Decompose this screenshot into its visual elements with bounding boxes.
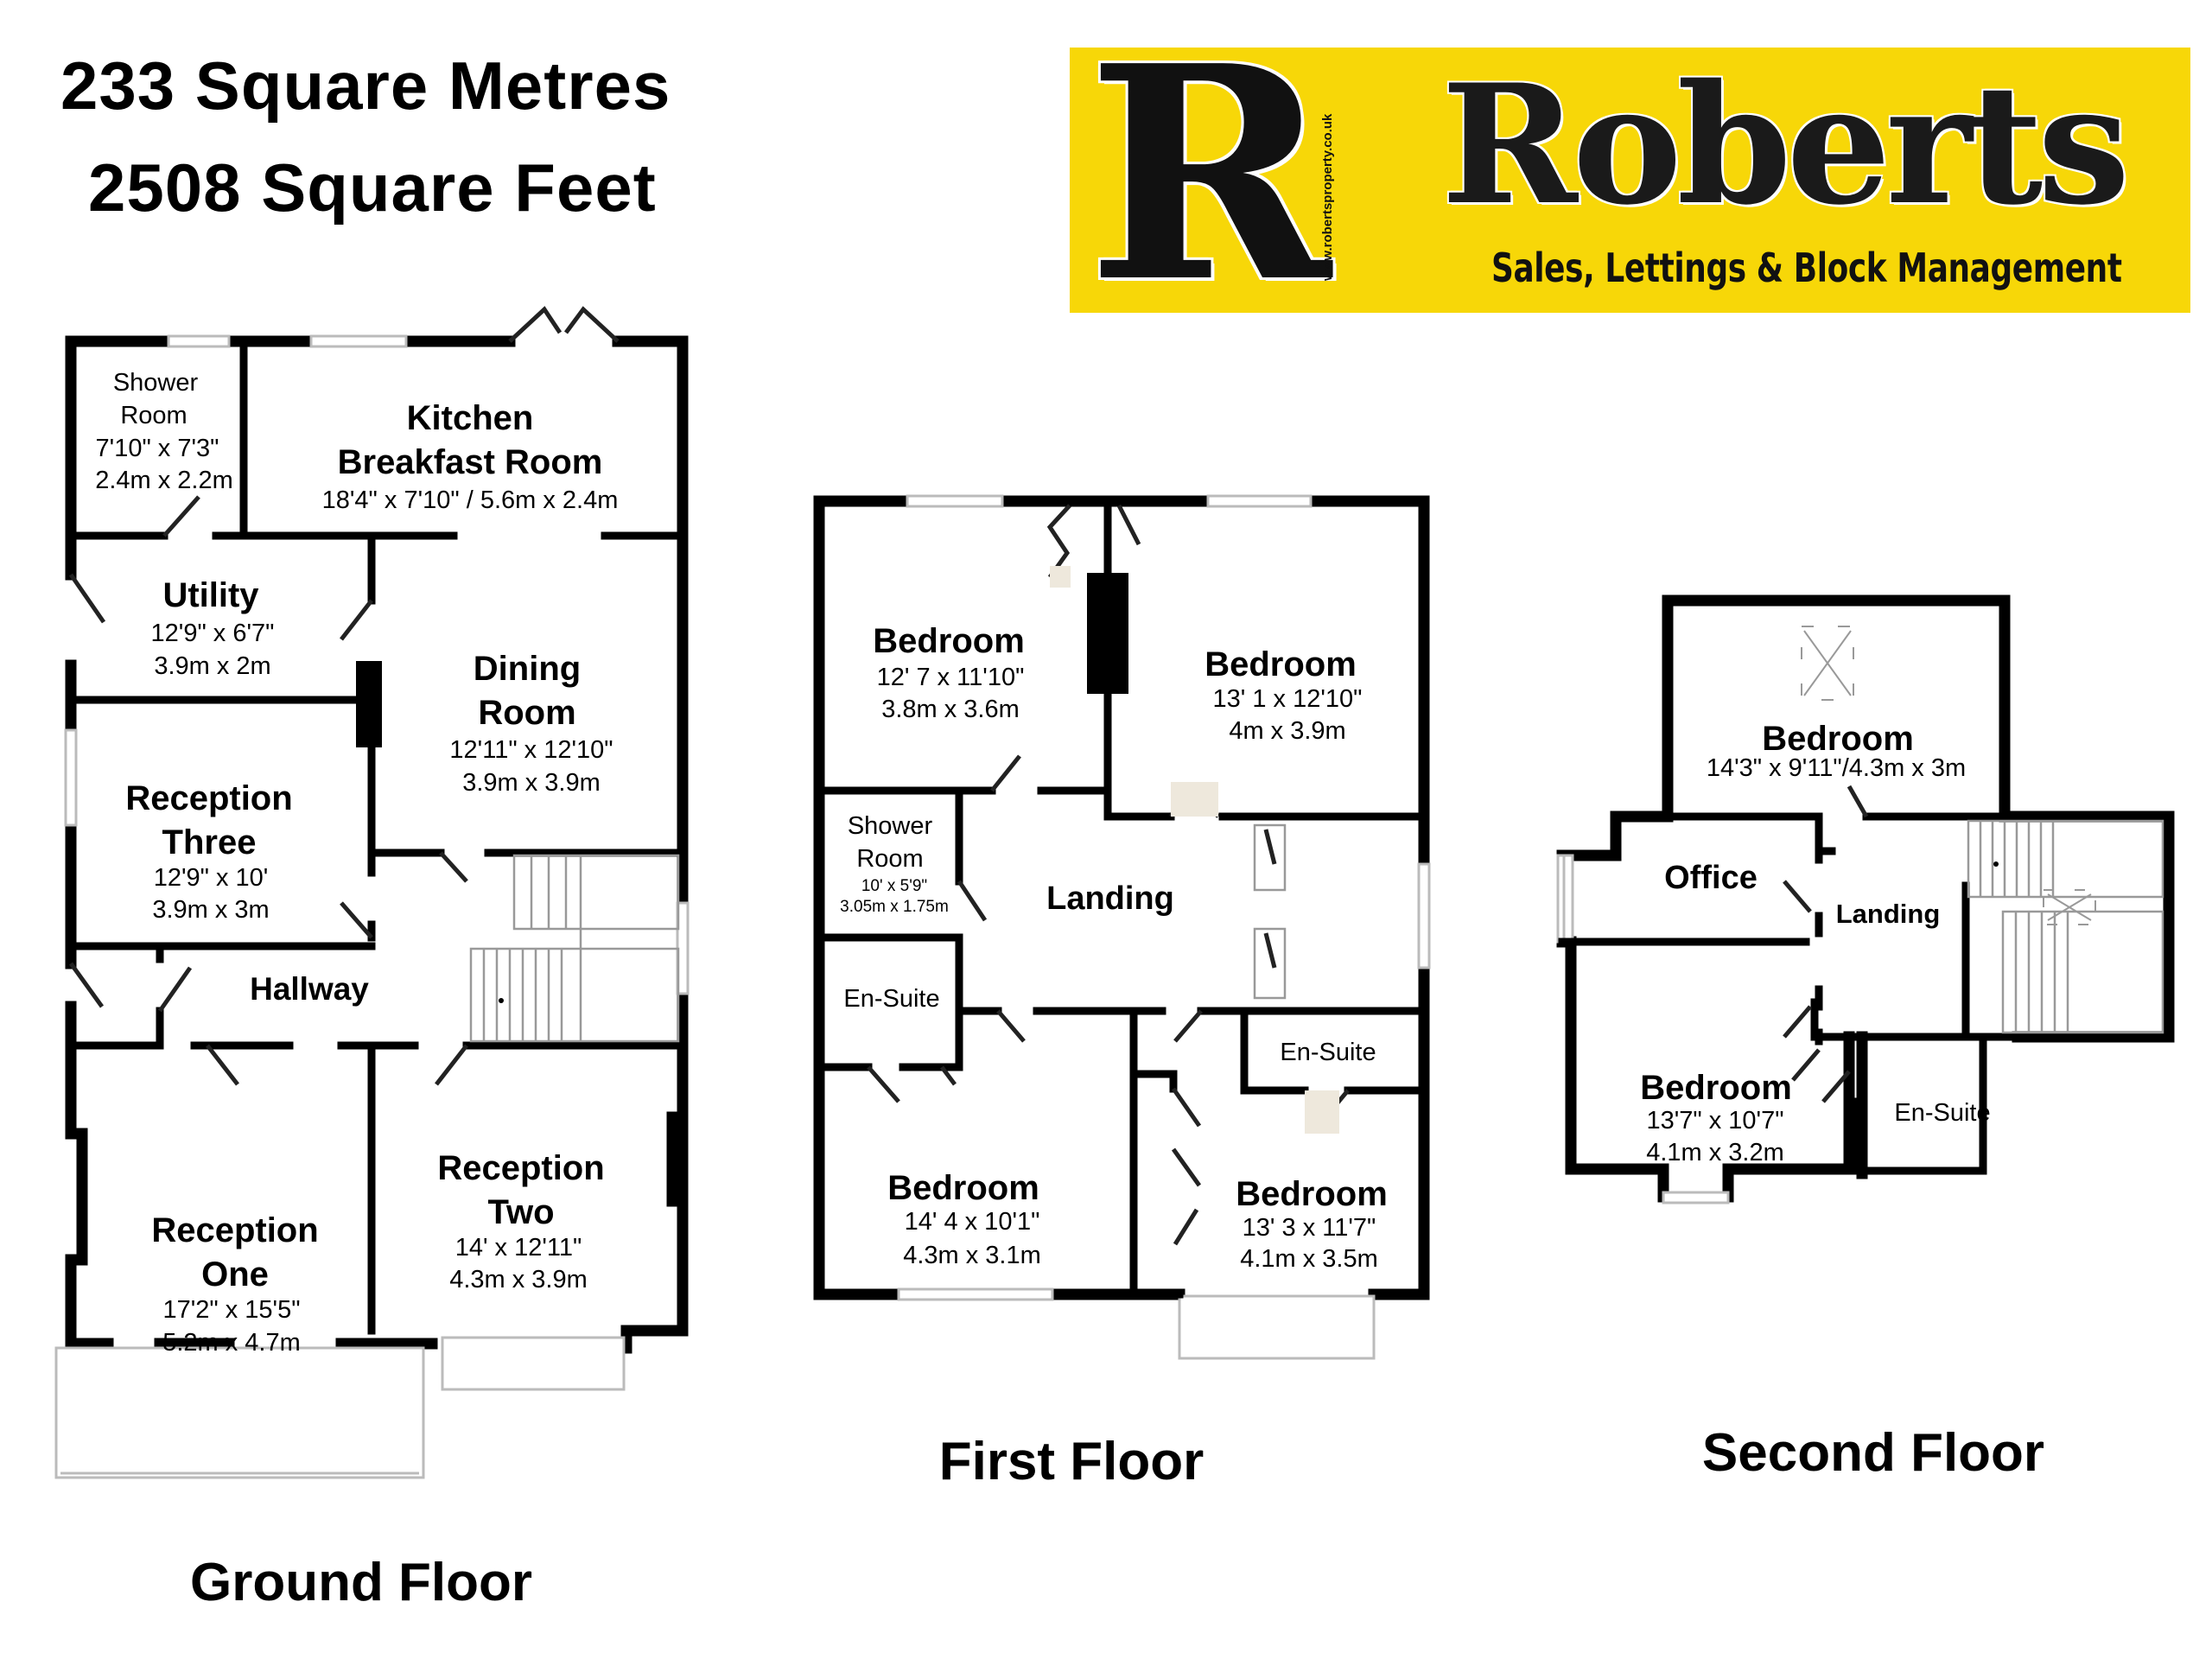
- second-bedroom-bottom-dim-metric: 4.1m x 3.2m: [1646, 1139, 1784, 1166]
- area-imperial: 2508 Square Feet: [88, 149, 657, 226]
- first-ensuite-e-name: En-Suite: [1280, 1039, 1376, 1066]
- reception-three-name: Three: [162, 823, 257, 861]
- dining-room-name: Room: [478, 694, 575, 732]
- reception-one-dim-imperial: 17'2" x 15'5": [162, 1296, 300, 1324]
- agency-logo-banner: R www.robertsproperty.co.uk Roberts Sale…: [1070, 48, 2190, 313]
- skylight-icon: [1801, 626, 1854, 701]
- reception-one-name: One: [201, 1255, 269, 1294]
- chimney-breast: [1087, 573, 1128, 694]
- first-bedroom-se-name: Bedroom: [1236, 1175, 1388, 1213]
- ground-floor-label: Ground Floor: [190, 1553, 532, 1612]
- first-shower-room-dim-imperial: 10' x 5'9": [861, 877, 927, 895]
- first-floor-plan: Bedroom 12' 7 x 11'10" 3.8m x 3.6m Bedro…: [813, 494, 1431, 1491]
- first-floor-label: First Floor: [939, 1432, 1205, 1491]
- ground-internal-walls: [67, 337, 687, 1335]
- second-bedroom-top-name: Bedroom: [1762, 720, 1914, 758]
- dining-room-dim-imperial: 12'11" x 12'10": [449, 736, 613, 764]
- ground-shower-room-dim-metric: 2.4m x 2.2m: [95, 467, 233, 494]
- ground-doors: [68, 495, 468, 1086]
- first-bedroom-nw-dim-imperial: 12' 7 x 11'10": [877, 664, 1025, 691]
- bay-window: [1178, 1294, 1376, 1360]
- reception-three-dim-imperial: 12'9" x 10': [154, 864, 269, 892]
- logo-monogram: R: [1087, 48, 1332, 313]
- first-bedroom-nw-name: Bedroom: [873, 622, 1025, 660]
- reception-two-name: Reception: [437, 1149, 604, 1187]
- dining-room-name: Dining: [474, 650, 581, 688]
- kitchen-name: Kitchen: [407, 399, 534, 437]
- second-floor-label: Second Floor: [1702, 1423, 2044, 1483]
- logo-tagline: Sales, Lettings & Block Management: [1491, 245, 2122, 291]
- office-name: Office: [1664, 860, 1758, 896]
- first-ensuite-w-name: En-Suite: [843, 985, 939, 1013]
- second-bedroom-top-dims: 14'3" x 9'11"/4.3m x 3m: [1707, 754, 1966, 782]
- reception-two-dim-imperial: 14' x 12'11": [455, 1234, 582, 1262]
- ground-staircase: [469, 854, 680, 1043]
- second-doors: [1783, 785, 1869, 1103]
- first-shower-room-name: Room: [856, 845, 923, 873]
- logo-brand-name: Roberts: [1441, 48, 2130, 241]
- skylight-icon: [2043, 889, 2096, 925]
- reception-three-name: Reception: [125, 779, 292, 817]
- bay-window: [54, 1346, 425, 1479]
- first-bedroom-sw-dim-imperial: 14' 4 x 10'1": [905, 1208, 1040, 1236]
- utility-dim-metric: 3.9m x 2m: [154, 652, 270, 680]
- second-landing-name: Landing: [1836, 899, 1941, 929]
- reception-two-dim-metric: 4.3m x 3.9m: [449, 1266, 588, 1294]
- first-bedroom-sw-dim-metric: 4.3m x 3.1m: [903, 1242, 1041, 1269]
- first-bedroom-ne-dim-imperial: 13' 1 x 12'10": [1213, 685, 1363, 713]
- second-internal-walls: [1558, 812, 2022, 1175]
- bay-window: [441, 1336, 626, 1391]
- reception-three-dim-metric: 3.9m x 3m: [152, 896, 269, 924]
- first-shower-room-dim-metric: 3.05m x 1.75m: [840, 898, 949, 916]
- second-bedroom-bottom-dim-imperial: 13'7" x 10'7": [1646, 1107, 1783, 1135]
- first-internal-walls: [815, 497, 1428, 1299]
- first-bedroom-nw-dim-metric: 3.8m x 3.6m: [881, 696, 1020, 723]
- chimney-breast: [356, 661, 382, 747]
- ground-shower-room-name: Room: [120, 402, 187, 429]
- reception-two-name: Two: [487, 1193, 554, 1231]
- kitchen-name: Breakfast Room: [338, 443, 603, 481]
- kitchen-dims: 18'4" x 7'10" / 5.6m x 2.4m: [322, 486, 619, 514]
- second-staircase: [1967, 819, 2164, 1034]
- second-ensuite-name: En-Suite: [1894, 1099, 1990, 1127]
- area-metric: 233 Square Metres: [60, 48, 671, 124]
- first-bedroom-ne-name: Bedroom: [1205, 645, 1357, 683]
- reception-one-dim-metric: 5.2m x 4.7m: [162, 1329, 301, 1357]
- first-bedroom-se-dim-imperial: 13' 3 x 11'7": [1243, 1214, 1376, 1242]
- first-landing-cupboards: [1253, 823, 1287, 1000]
- first-bedroom-sw-name: Bedroom: [887, 1169, 1039, 1207]
- first-bedroom-ne-dim-metric: 4m x 3.9m: [1229, 717, 1345, 745]
- first-shower-room-name: Shower: [848, 812, 933, 840]
- reception-one-name: Reception: [151, 1211, 318, 1249]
- second-bedroom-bottom-name: Bedroom: [1640, 1069, 1792, 1107]
- ground-floor-plan: Shower Room 7'10" x 7'3" 2.4m x 2.2m Kit…: [54, 306, 690, 1612]
- dining-room-dim-metric: 3.9m x 3.9m: [462, 769, 601, 797]
- ground-shower-room-dim-imperial: 7'10" x 7'3": [96, 435, 219, 462]
- utility-name: Utility: [162, 576, 259, 614]
- hallway-name: Hallway: [250, 971, 369, 1007]
- first-bedroom-se-dim-metric: 4.1m x 3.5m: [1240, 1245, 1378, 1273]
- first-landing-name: Landing: [1046, 880, 1174, 917]
- second-floor-plan: Bedroom 14'3" x 9'11"/4.3m x 3m Office L…: [1556, 594, 2175, 1483]
- utility-dim-imperial: 12'9" x 6'7": [151, 620, 275, 647]
- ground-shower-room-name: Shower: [113, 369, 199, 397]
- ground-outer-walls: [65, 335, 689, 1354]
- window: [1662, 1191, 1730, 1205]
